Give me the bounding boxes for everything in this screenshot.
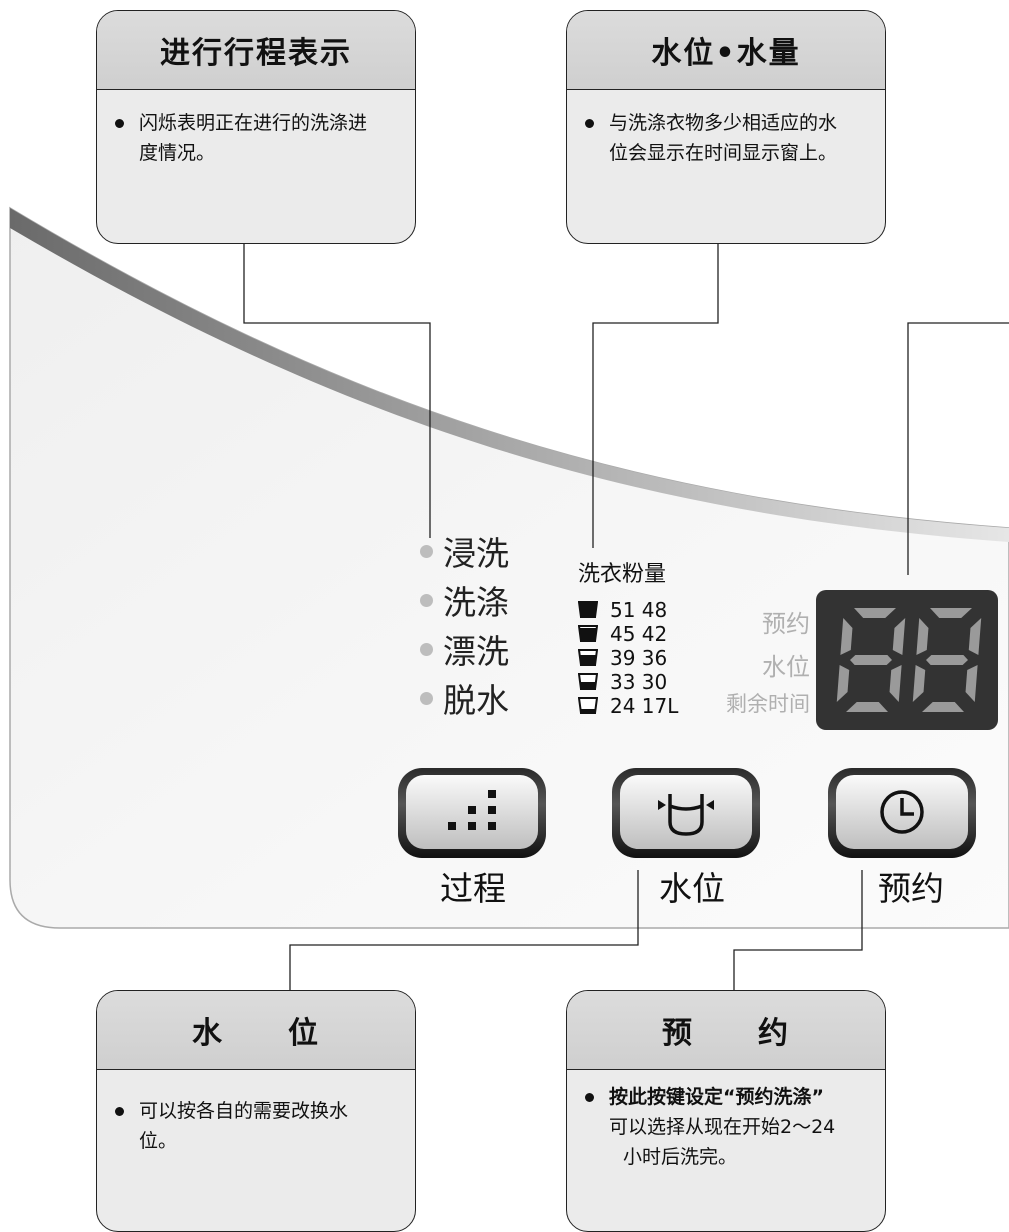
detergent-cup-icon	[578, 697, 598, 714]
water-level-button[interactable]	[612, 768, 760, 858]
detergent-row: 24 17L	[578, 694, 678, 718]
display-segment	[836, 665, 850, 702]
process-button[interactable]	[398, 768, 546, 858]
seven-segment-digits	[836, 608, 982, 712]
display-segment	[889, 665, 902, 702]
display-label-level: 水位	[762, 653, 810, 681]
callout-text: 按此按键设定“预约洗涤” 可以选择从现在开始2～24 小时后洗完。	[567, 1070, 885, 1172]
clock-icon	[880, 790, 924, 834]
callout-line: 可以按各自的需要改换水	[139, 1100, 349, 1122]
detergent-amount: 33 30	[610, 670, 668, 694]
indicator-led-icon	[420, 691, 433, 705]
display-label-reserve: 预约	[762, 610, 810, 638]
callout-title: 预 约	[567, 991, 885, 1070]
water-callout: 水位•水量 与洗涤衣物多少相适应的水 位会显示在时间显示窗上。	[566, 10, 886, 244]
display-segment	[926, 655, 968, 665]
detergent-cup-icon	[578, 673, 598, 690]
detergent-amount: 51 48	[610, 598, 668, 622]
display-segment	[968, 618, 982, 655]
callout-line: 按此按键设定“预约洗涤”	[609, 1086, 824, 1108]
process-button-label: 过程	[440, 869, 506, 908]
display-segment	[922, 702, 964, 712]
callout-line: 小时后洗完。	[623, 1146, 738, 1168]
callout-line: 闪烁表明正在进行的洗涤进	[139, 112, 368, 134]
timer-callout: 预 约 按此按键设定“预约洗涤” 可以选择从现在开始2～24 小时后洗完。	[566, 990, 886, 1232]
display-segment	[916, 618, 929, 655]
progress-callout: 进行行程表示 闪烁表明正在进行的洗涤进 度情况。	[96, 10, 416, 244]
indicator-led-icon	[420, 593, 433, 607]
stage-soak: 浸洗	[420, 527, 509, 575]
tub-icon	[658, 794, 714, 836]
reserve-button[interactable]	[828, 768, 976, 858]
stage-rinse: 漂洗	[420, 625, 509, 673]
detergent-row: 51 48	[578, 598, 667, 622]
display-segment	[854, 608, 896, 618]
detergent-amount: 45 42	[610, 622, 668, 646]
callout-text: 与洗涤衣物多少相适应的水 位会显示在时间显示窗上。	[567, 90, 885, 168]
stage-wash: 洗涤	[420, 576, 509, 624]
bullet-icon	[115, 119, 124, 128]
callout-title: 水位•水量	[567, 11, 885, 90]
reserve-button-label: 预约	[878, 869, 944, 908]
stage-spin: 脱水	[420, 674, 509, 722]
bullet-icon	[115, 1107, 124, 1116]
detergent-row: 45 42	[578, 622, 667, 646]
indicator-led-icon	[420, 544, 433, 558]
display-segment	[840, 618, 853, 655]
indicator-led-icon	[420, 642, 433, 656]
detergent-row: 39 36	[578, 646, 667, 670]
callout-line: 位会显示在时间显示窗上。	[609, 142, 838, 164]
time-display	[816, 590, 998, 730]
display-label-remaining: 剩余时间	[726, 692, 810, 716]
callout-line: 可以选择从现在开始2～24	[609, 1116, 836, 1138]
water-level-button-label: 水位	[659, 869, 725, 908]
detergent-cup-icon	[578, 601, 598, 618]
level-callout: 水 位 可以按各自的需要改换水 位。	[96, 990, 416, 1232]
detergent-row: 33 30	[578, 670, 667, 694]
callout-title: 水 位	[97, 991, 415, 1070]
callout-text: 闪烁表明正在进行的洗涤进 度情况。	[97, 90, 415, 168]
display-segment	[912, 665, 926, 702]
display-segment	[965, 665, 978, 702]
detergent-title: 洗衣粉量	[578, 562, 667, 587]
callout-title: 进行行程表示	[97, 11, 415, 90]
callout-line: 位。	[139, 1130, 178, 1152]
display-segment	[892, 618, 906, 655]
dots-progress-icon	[448, 790, 496, 830]
callout-text: 可以按各自的需要改换水 位。	[97, 1070, 415, 1156]
callout-line: 度情况。	[139, 142, 216, 164]
bullet-icon	[585, 119, 594, 128]
detergent-cup-icon	[578, 625, 598, 642]
display-segment	[846, 702, 888, 712]
detergent-amount: 39 36	[610, 646, 668, 670]
display-segment	[850, 655, 892, 665]
detergent-amount: 24 17L	[610, 694, 679, 718]
display-segment	[930, 608, 972, 618]
callout-line: 与洗涤衣物多少相适应的水	[609, 112, 838, 134]
detergent-cup-icon	[578, 649, 598, 666]
bullet-icon	[585, 1093, 594, 1102]
